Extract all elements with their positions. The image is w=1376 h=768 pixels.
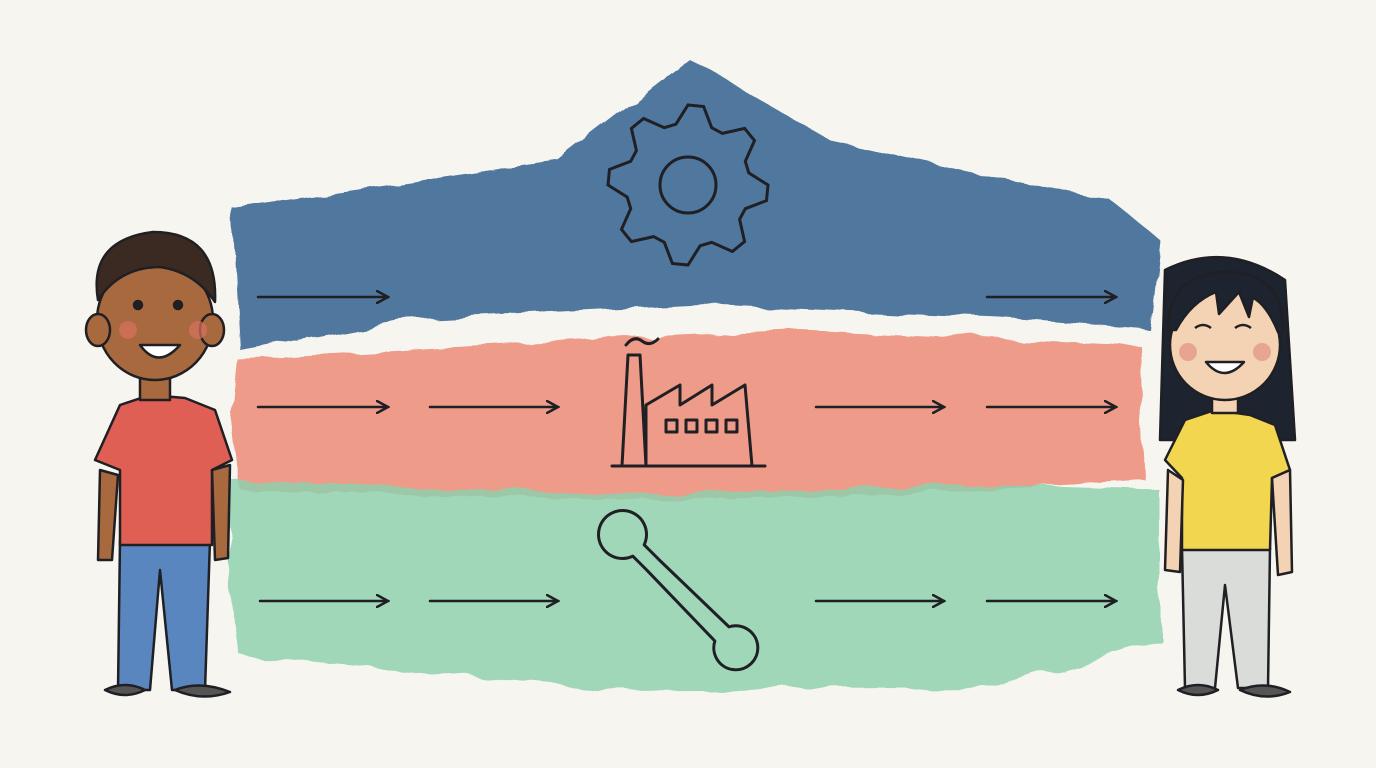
bottom-band bbox=[228, 480, 1160, 690]
wrench-icon bbox=[597, 509, 760, 672]
top-band bbox=[232, 60, 1160, 350]
right-person bbox=[1158, 255, 1297, 698]
factory-icon bbox=[610, 337, 767, 468]
middle-band bbox=[232, 330, 1145, 500]
left-person bbox=[84, 230, 234, 698]
gear-icon bbox=[606, 103, 770, 267]
